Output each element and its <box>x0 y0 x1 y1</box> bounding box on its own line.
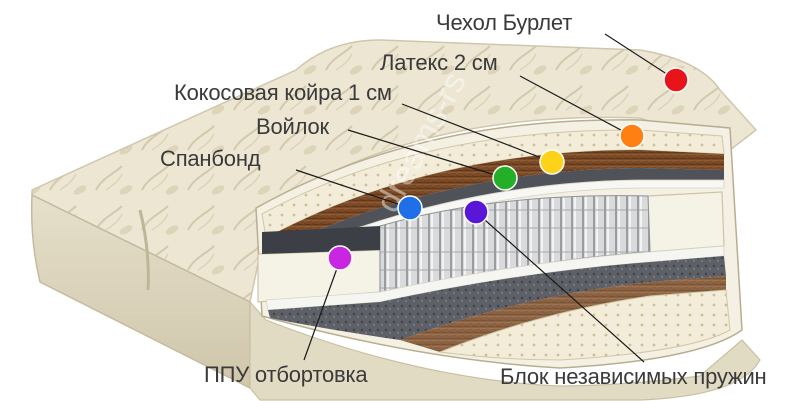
label-ppu: ППУ отбортовка <box>204 362 368 387</box>
marker-dot-springs <box>463 199 489 225</box>
label-cover: Чехол Бурлет <box>436 10 573 35</box>
mattress-bottom-edge <box>249 300 761 401</box>
marker-dot-coir <box>539 149 565 175</box>
marker-dot-cover <box>663 67 689 93</box>
latex-layer-bottom <box>438 289 731 361</box>
ppu-block-right <box>647 191 725 253</box>
label-springs: Блок независимых пружин <box>500 364 767 389</box>
marker-dot-latex <box>619 123 645 149</box>
label-felt: Войлок <box>256 114 329 139</box>
label-spunbond: Спанбонд <box>160 146 261 171</box>
leader-lines <box>295 33 677 363</box>
marker-dot-ppu <box>327 245 353 271</box>
felt-layer-bottom <box>268 256 726 340</box>
marker-dot-felt <box>492 165 518 191</box>
label-coir: Кокосовая койра 1 см <box>174 80 392 105</box>
label-latex: Латекс 2 см <box>380 50 498 75</box>
marker-dot-spunbond <box>397 195 423 221</box>
mattress-front-side <box>30 193 251 390</box>
springs-dark <box>262 226 380 254</box>
